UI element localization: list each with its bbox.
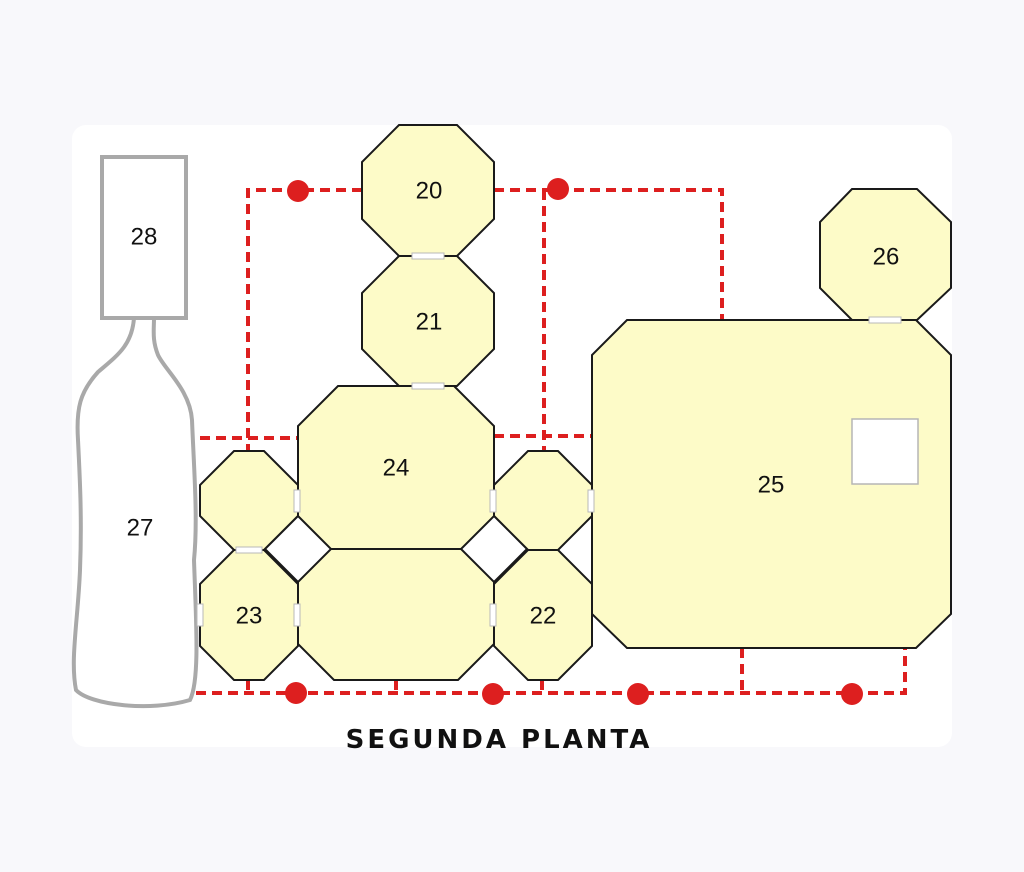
door bbox=[868, 316, 902, 324]
door bbox=[411, 382, 445, 390]
room-25 bbox=[591, 319, 952, 649]
path-node bbox=[841, 683, 863, 705]
room-26 bbox=[819, 188, 952, 321]
path-nodes bbox=[285, 178, 863, 705]
room-labels: 20 21 22 23 24 25 26 27 28 bbox=[127, 178, 900, 630]
courtyard-left bbox=[263, 514, 333, 584]
path-node bbox=[482, 683, 504, 705]
path-node bbox=[285, 682, 307, 704]
door bbox=[293, 603, 301, 627]
room-28-outline bbox=[100, 155, 188, 320]
door bbox=[489, 603, 497, 627]
rooms bbox=[199, 124, 952, 681]
courtyard-right bbox=[459, 514, 529, 584]
path-top-right bbox=[494, 188, 724, 320]
path-bottom bbox=[196, 648, 907, 695]
doors bbox=[196, 252, 902, 627]
room-label-26: 26 bbox=[873, 244, 900, 271]
room-label-21: 21 bbox=[416, 309, 443, 336]
room-label-24: 24 bbox=[383, 455, 410, 482]
annex-outlines bbox=[71, 155, 199, 709]
room-label-27: 27 bbox=[127, 515, 154, 542]
door bbox=[489, 489, 497, 513]
door bbox=[587, 489, 595, 513]
path-node bbox=[547, 178, 569, 200]
courtyards bbox=[263, 514, 529, 584]
circulation-paths bbox=[196, 188, 907, 695]
room-label-20: 20 bbox=[416, 178, 443, 205]
path-node bbox=[287, 180, 309, 202]
door bbox=[411, 252, 445, 260]
room-24-lower bbox=[297, 548, 495, 681]
room-label-22: 22 bbox=[530, 603, 557, 630]
room-25-light-well bbox=[851, 418, 919, 485]
room-27-outline bbox=[71, 317, 199, 709]
door bbox=[196, 603, 204, 627]
plan-caption: SEGUNDA PLANTA bbox=[346, 725, 653, 755]
room-21 bbox=[361, 255, 495, 387]
room-label-25: 25 bbox=[758, 472, 785, 499]
room-label-23: 23 bbox=[236, 603, 263, 630]
door bbox=[293, 489, 301, 513]
door bbox=[235, 546, 263, 554]
path-node bbox=[627, 683, 649, 705]
room-label-28: 28 bbox=[131, 224, 158, 251]
path-top-left bbox=[246, 188, 362, 450]
